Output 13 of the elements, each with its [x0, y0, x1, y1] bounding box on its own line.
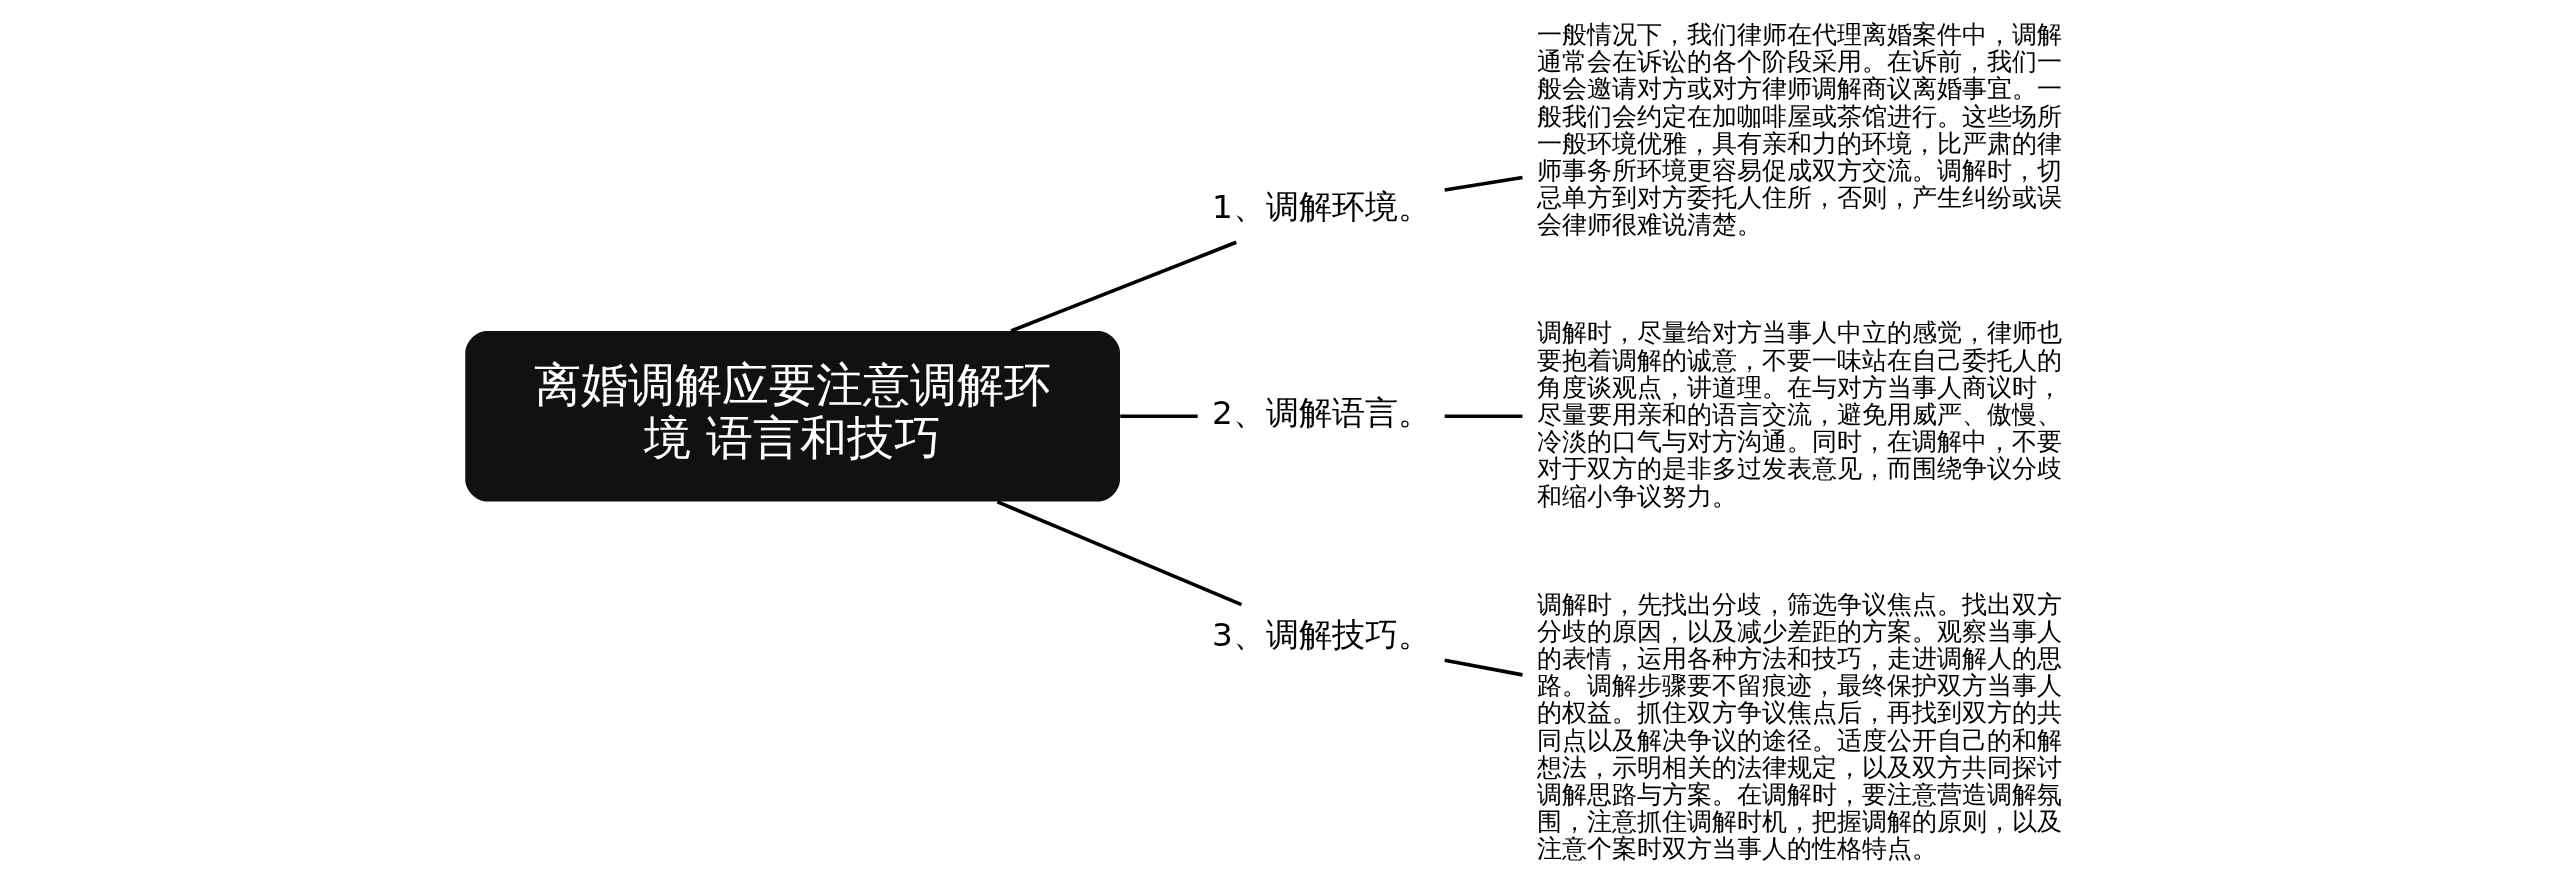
connector — [1119, 414, 1198, 419]
connector — [996, 500, 1242, 607]
connector — [1443, 658, 1523, 677]
node-text: 一般情况下，我们律师在代理离婚案件中，调解通常会在诉讼的各个阶段采用。在诉前，我们一般会邀请对方或对方律师调解商议离婚事宜。一般我们会约定在加咖啡屋或茶馆进行。这些场所一般环境优雅，具有亲和力的环境，比严肃的律师事务所环境更容易促成双方交流。调解时，切忌单方到对方委托人住所，否则，产生纠纷或误会律师很难说清楚。 — [1536, 19, 2062, 240]
connector — [1009, 240, 1237, 333]
node-text: 2、调解语言。 — [1211, 394, 1431, 433]
node-text: 3、调解技巧。 — [1211, 615, 1431, 654]
node-text: 调解时，尽量给对方当事人中立的感觉，律师也要抱着调解的诚意，不要一味站在自己委托人的角度谈观点，讲道理。在与对方当事人商议时，尽量要用亲和的语言交流，避免用威严、傲慢、冷淡的口气与对方沟通。同时，在调解中，不要对于双方的是非多过发表意见，而围绕争议分歧和缩小争议努力。 — [1536, 317, 2062, 511]
node-text: 1、调解环境。 — [1211, 187, 1431, 226]
connector — [1443, 175, 1523, 192]
node-text: 调解时，先找出分歧，筛选争议焦点。找出双方分歧的原因，以及减少差距的方案。观察当事人的表情，运用各种方法和技巧，走进调解人的思路。调解步骤要不留痕迹，最终保护双方当事人的权益。抓住双方争议焦点后，再找到双方的共同点以及解决争议的途径。适度公开自己的和解想法，示明相关的法律规定，以及双方共同探讨调解思路与方案。在调解时，要注意营造调解氛围，注意抓住调解时机，把握调解的原则，以及注意个案时双方当事人的性格特点。 — [1536, 588, 2062, 864]
connector — [1444, 414, 1522, 419]
node-box: 离婚调解应要注意调解环境 语言和技巧 — [464, 331, 1120, 502]
